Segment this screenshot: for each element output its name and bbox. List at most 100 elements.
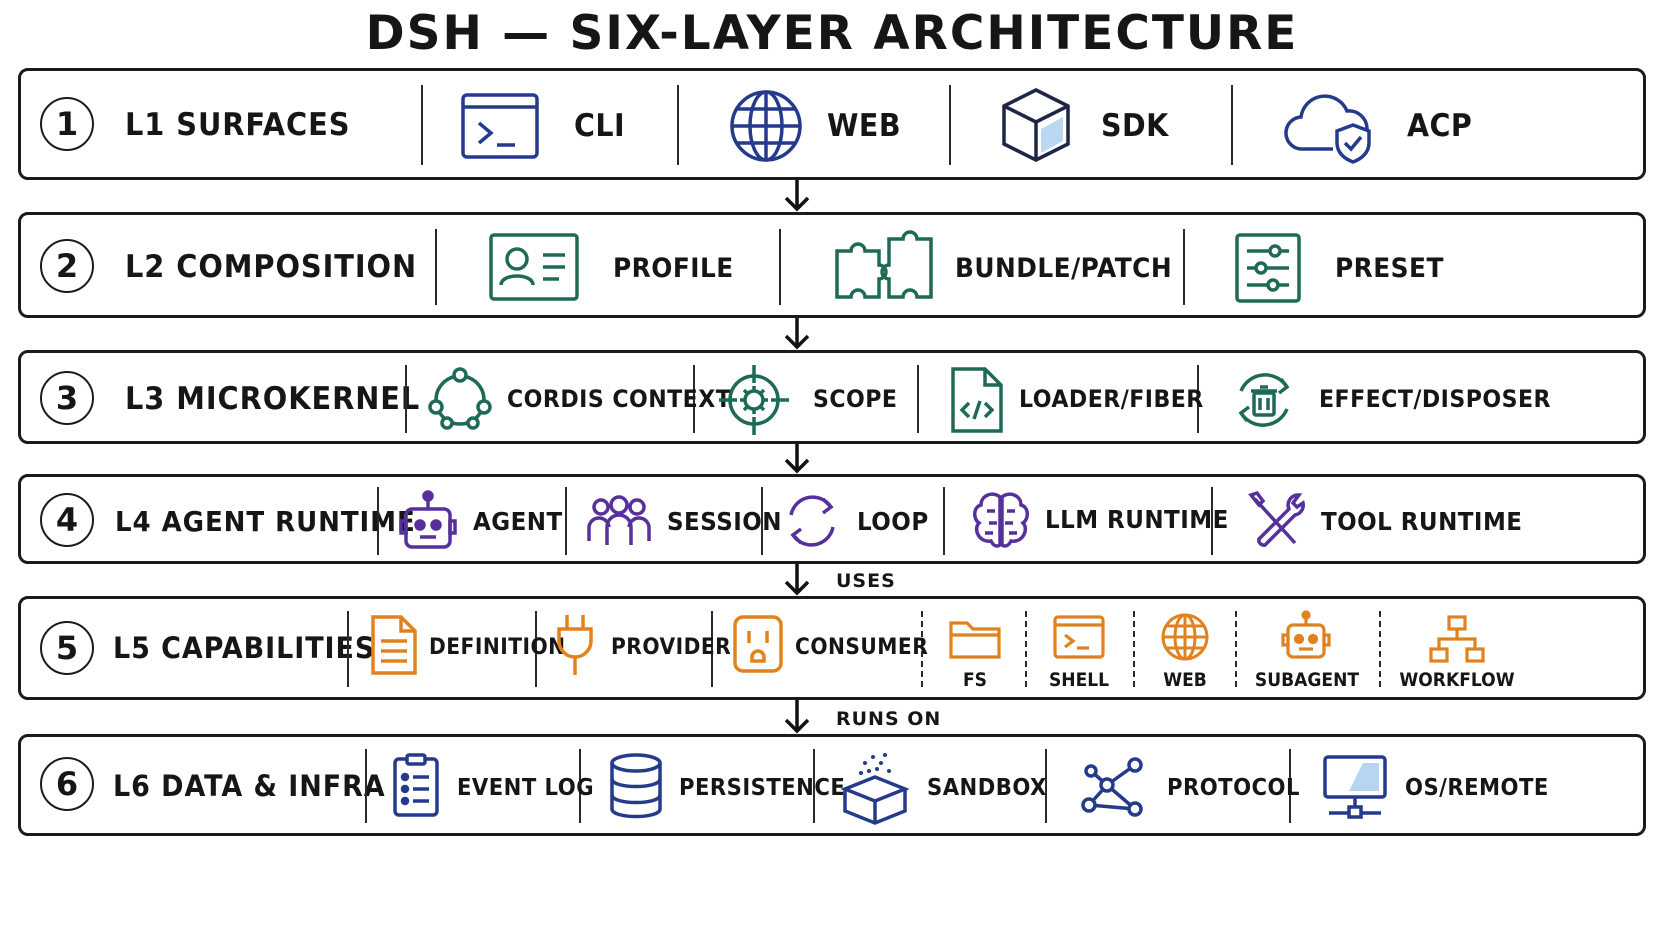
globe-icon xyxy=(729,89,803,163)
arrow-down xyxy=(783,318,811,350)
sub-item-label: WORKFLOW xyxy=(1399,669,1515,691)
divider xyxy=(405,365,407,433)
item-label: PROFILE xyxy=(613,253,734,284)
item-label: ACP xyxy=(1407,108,1473,144)
sub-item-label: SHELL xyxy=(1048,669,1110,691)
sub-item-label: FS xyxy=(962,669,987,691)
layer-4: 4 L4 AGENT RUNTIME AGENT SESSION LOOP LL… xyxy=(18,474,1646,564)
database-icon xyxy=(609,753,663,819)
divider xyxy=(347,611,349,687)
sliders-icon xyxy=(1235,233,1301,303)
divider xyxy=(1211,487,1213,555)
item-label: PROTOCOL xyxy=(1167,775,1300,801)
layer-name: L5 CAPABILITIES xyxy=(113,631,376,665)
item-label: SCOPE xyxy=(813,385,898,413)
divider xyxy=(535,611,537,687)
layer-1: 1 L1 SURFACES CLI WEB SDK ACP xyxy=(18,68,1646,180)
layer-number: 4 xyxy=(40,493,94,547)
item-label: SESSION xyxy=(667,507,782,536)
robot-icon xyxy=(1281,610,1331,661)
layer-number: 3 xyxy=(40,371,94,425)
layer-2: 2 L2 COMPOSITION PROFILE BUNDLE/PATCH PR… xyxy=(18,212,1646,318)
item-label: WEB xyxy=(827,108,902,144)
arrow-label-runs-on: RUNS ON xyxy=(836,708,942,730)
code-file-icon xyxy=(951,367,1003,433)
item-label: OS/REMOTE xyxy=(1405,775,1549,801)
item-label: TOOL RUNTIME xyxy=(1321,507,1523,536)
item-label: CLI xyxy=(574,108,626,144)
divider xyxy=(813,749,815,823)
terminal-icon xyxy=(461,93,539,159)
item-label: CONSUMER xyxy=(795,635,929,660)
item-label: AGENT xyxy=(473,507,563,536)
sandbox-box-icon xyxy=(840,749,910,825)
divider xyxy=(1231,85,1233,165)
cube-icon xyxy=(1001,87,1071,163)
divider xyxy=(435,229,437,305)
document-icon xyxy=(371,615,417,675)
shell-icon xyxy=(1053,615,1105,659)
item-label: PERSISTENCE xyxy=(679,775,846,801)
divider xyxy=(1289,749,1291,823)
divider xyxy=(565,487,567,555)
divider xyxy=(1183,229,1185,305)
item-label: EVENT LOG xyxy=(457,775,595,801)
folder-icon xyxy=(949,617,1001,659)
divider xyxy=(949,85,951,165)
brain-icon xyxy=(971,491,1031,549)
item-label: SDK xyxy=(1101,108,1169,144)
divider xyxy=(693,365,695,433)
network-graph-icon xyxy=(1077,757,1149,819)
recycle-trash-icon xyxy=(1231,367,1297,433)
target-gear-icon xyxy=(719,365,789,435)
divider xyxy=(377,487,379,555)
divider xyxy=(579,749,581,823)
arrow-label-uses: USES xyxy=(836,570,896,592)
item-label: CORDIS CONTEXT xyxy=(507,385,732,413)
item-label: LLM RUNTIME xyxy=(1045,505,1229,534)
item-label: PROVIDER xyxy=(611,635,732,660)
item-label: PRESET xyxy=(1335,253,1444,284)
layer-number: 2 xyxy=(40,239,94,293)
layer-number: 6 xyxy=(40,757,94,811)
layer-6: 6 L6 DATA & INFRA EVENT LOG PERSISTENCE … xyxy=(18,734,1646,836)
dashed-divider xyxy=(1235,611,1237,687)
arrow-down xyxy=(783,564,811,596)
item-label: SANDBOX xyxy=(927,775,1047,801)
layer-number: 1 xyxy=(40,97,94,151)
monitor-network-icon xyxy=(1323,755,1387,821)
divider xyxy=(365,749,367,823)
divider xyxy=(677,85,679,165)
dashed-divider xyxy=(921,611,923,687)
layer-name: L3 MICROKERNEL xyxy=(125,381,421,417)
item-label: EFFECT/DISPOSER xyxy=(1319,385,1551,413)
loop-icon xyxy=(783,491,841,551)
plug-icon xyxy=(555,613,595,677)
item-label: BUNDLE/PATCH xyxy=(955,253,1173,284)
divider xyxy=(1045,749,1047,823)
arrow-down xyxy=(783,700,811,734)
item-label: LOADER/FIBER xyxy=(1019,385,1204,413)
group-icon xyxy=(587,495,651,547)
layer-name: L1 SURFACES xyxy=(125,107,351,143)
divider xyxy=(1197,365,1199,433)
arrow-down xyxy=(783,444,811,474)
dashed-divider xyxy=(1025,611,1027,687)
item-label: DEFINITION xyxy=(429,635,566,660)
sub-item-label: SUBAGENT xyxy=(1254,669,1360,691)
divider xyxy=(917,365,919,433)
divider xyxy=(421,85,423,165)
profile-card-icon xyxy=(489,233,579,301)
divider xyxy=(943,487,945,555)
sub-item-label: WEB xyxy=(1163,669,1207,691)
arrow-down xyxy=(783,180,811,212)
network-cycle-icon xyxy=(427,367,493,430)
clipboard-list-icon xyxy=(393,753,439,817)
divider xyxy=(711,611,713,687)
outlet-icon xyxy=(733,615,783,673)
layer-number: 5 xyxy=(40,621,94,675)
diagram-title: DSH — SIX-LAYER ARCHITECTURE xyxy=(365,6,1299,61)
layer-name: L6 DATA & INFRA xyxy=(113,769,386,803)
dashed-divider xyxy=(1379,611,1381,687)
layer-name: L4 AGENT RUNTIME xyxy=(115,505,416,538)
